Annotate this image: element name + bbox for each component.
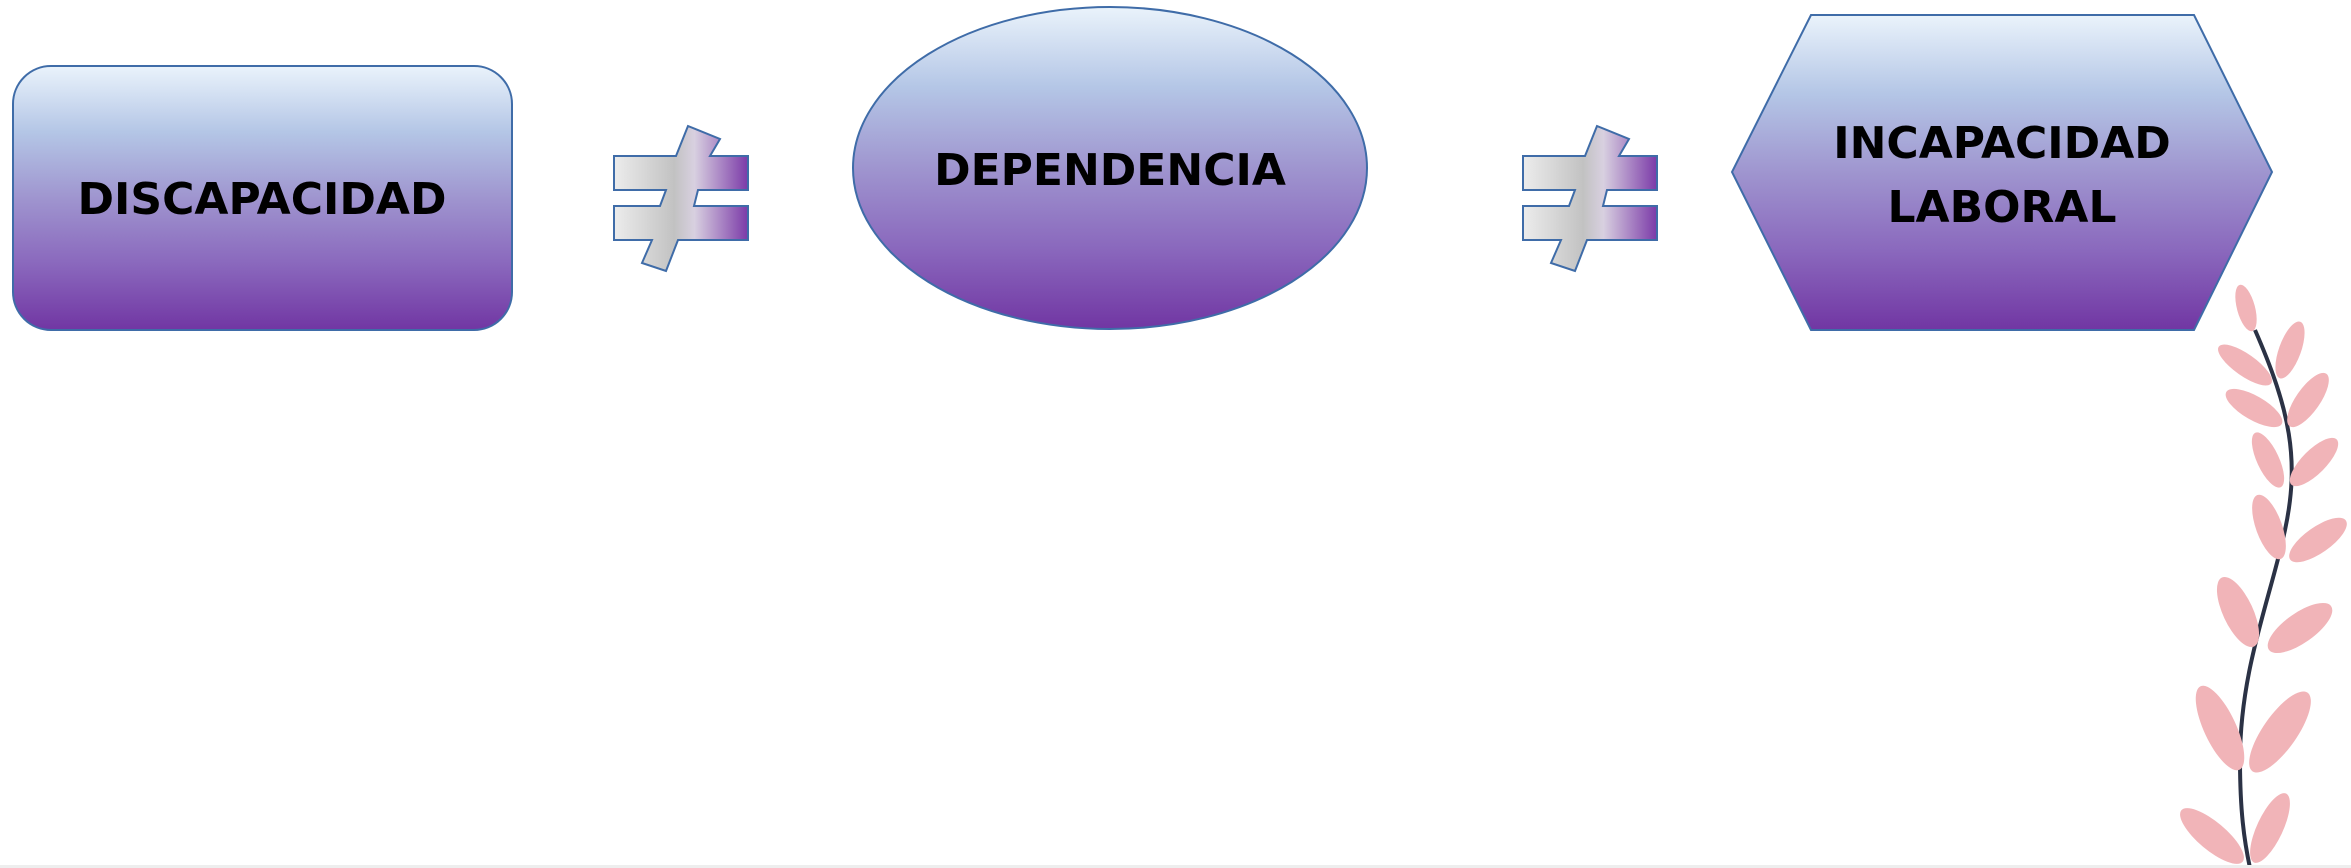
slide-bottom-edge [0,865,2351,868]
leafy-branch-icon [2180,284,2347,868]
incapacidad-label-line2: LABORAL [1887,182,2116,233]
discapacidad-label: DISCAPACIDAD [78,174,447,225]
dependencia-label: DEPENDENCIA [934,145,1286,196]
incapacidad-laboral-hexagon: INCAPACIDAD LABORAL [1730,14,2274,331]
not-equal-icon [1522,124,1658,273]
not-equal-icon [613,124,749,273]
discapacidad-box: DISCAPACIDAD [12,65,513,331]
incapacidad-label-line1: INCAPACIDAD [1833,118,2171,169]
dependencia-ellipse: DEPENDENCIA [852,6,1368,330]
